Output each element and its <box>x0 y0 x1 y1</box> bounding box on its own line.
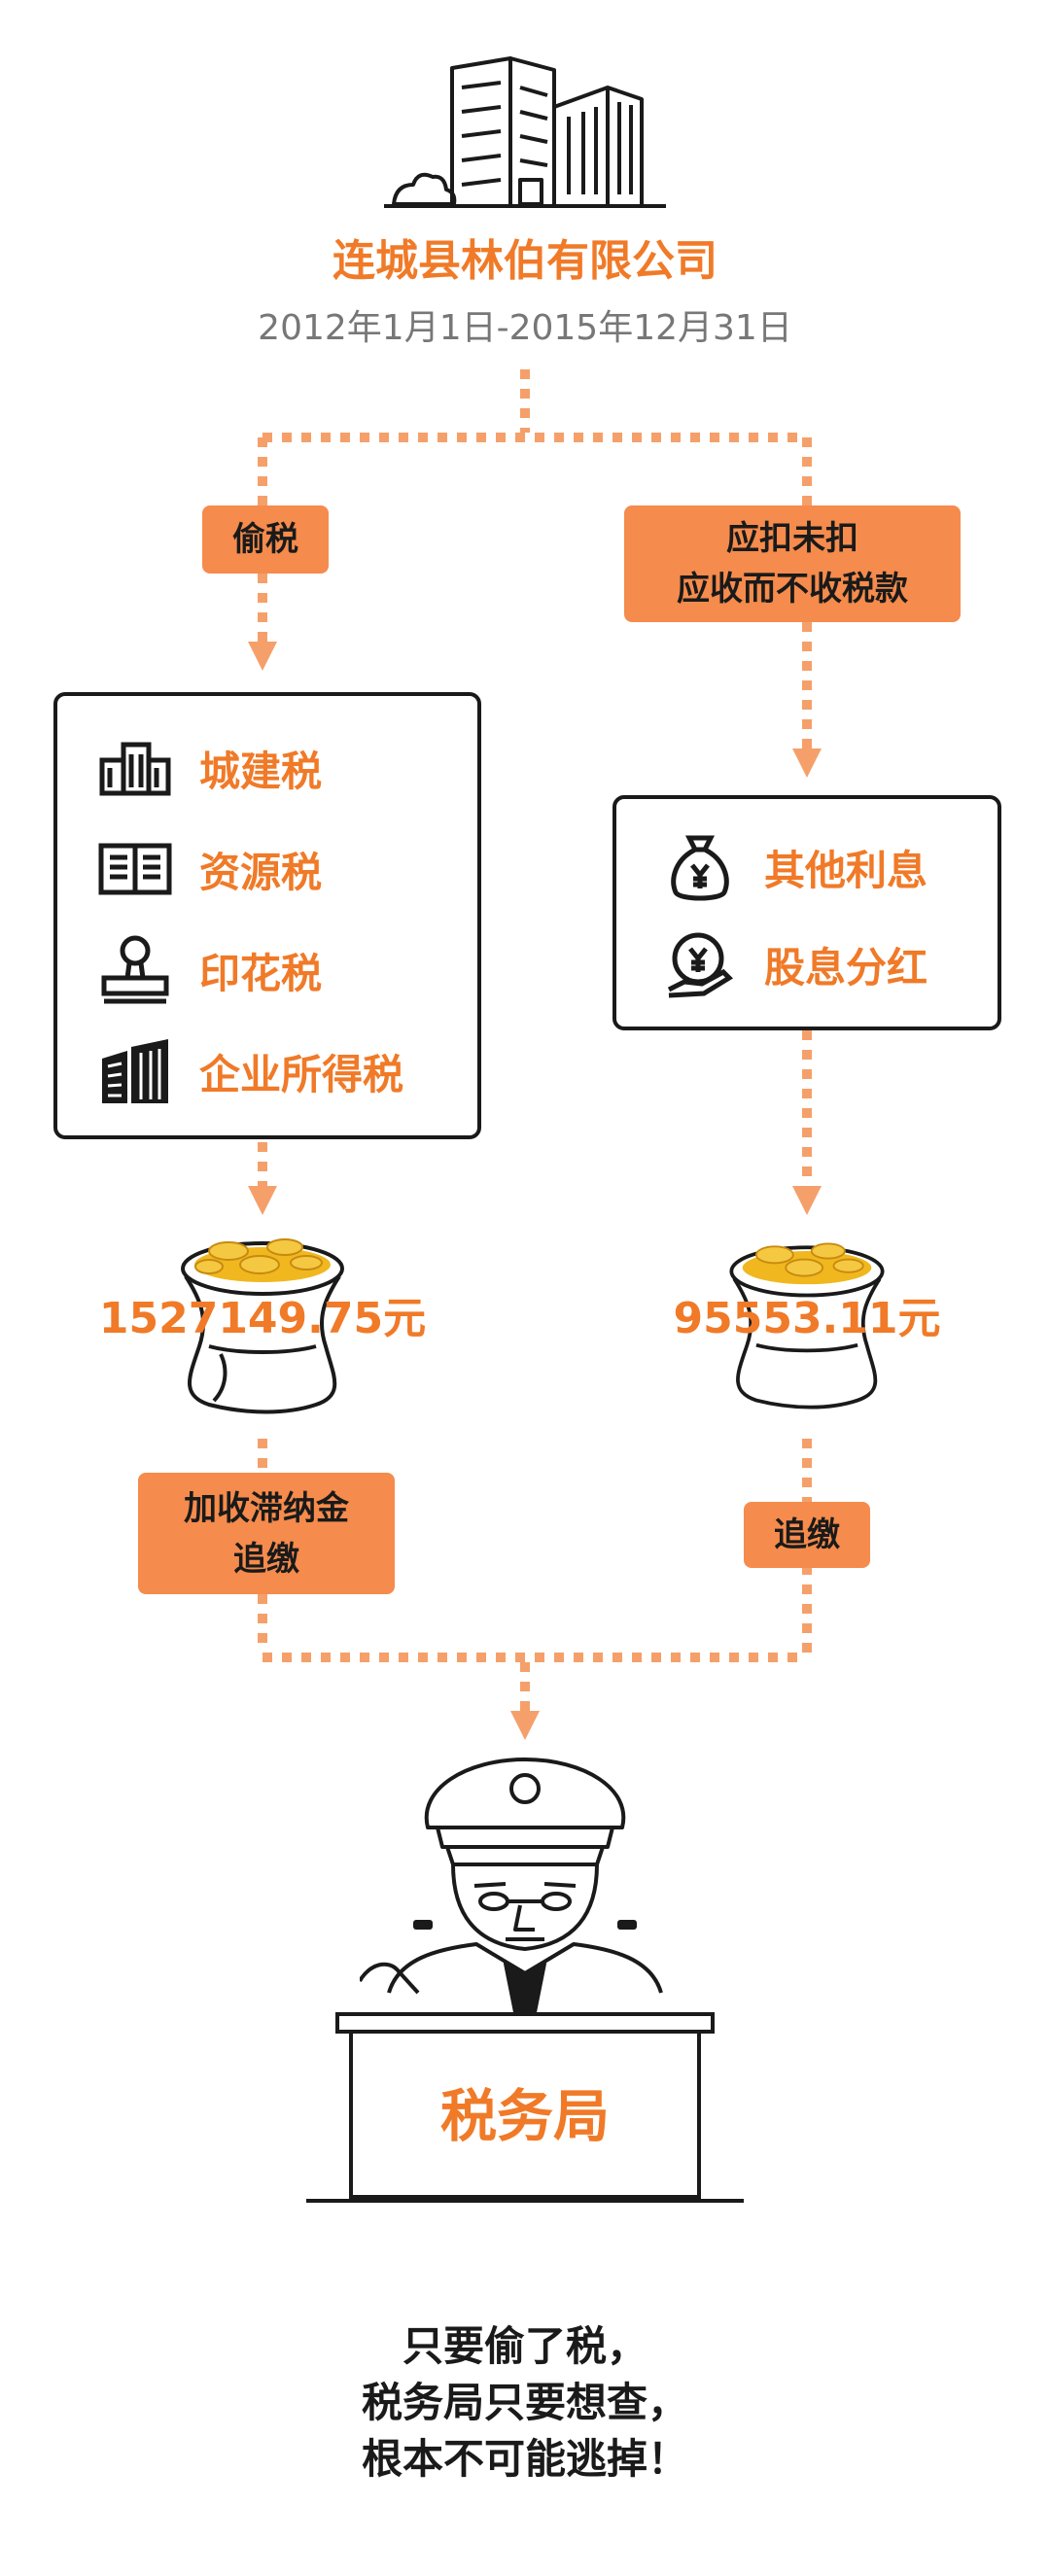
buildings-icon <box>98 731 172 805</box>
money-bag-right-icon <box>729 1242 885 1410</box>
unwithheld-amount: 95553.11元 <box>673 1294 941 1343</box>
income-item-dividends: 股息分红 <box>663 927 928 1001</box>
closing-line-2: 税务局只要想查， <box>361 2379 688 2426</box>
withholding-failure-tag: 应扣未扣 应收而不收税款 <box>624 505 961 622</box>
late-fee-recovery-tag: 加收滞纳金 追缴 <box>138 1473 395 1594</box>
income-item-label: 其他利息 <box>764 846 928 894</box>
closing-message: 只要偷了税， 税务局只要想查， 根本不可能逃掉！ <box>0 2318 1050 2488</box>
late-fee-recovery-line-2: 追缴 <box>233 1539 299 1579</box>
evaded-taxes-box: 城建税 资源税 印花税 企业所得税 <box>53 692 481 1139</box>
desk-floor-line <box>306 2199 744 2203</box>
recovery-tag: 追缴 <box>744 1502 870 1568</box>
closing-line-3: 根本不可能逃掉！ <box>361 2435 688 2483</box>
desk-top <box>335 2012 715 2034</box>
unwithheld-taxes-box: 其他利息 股息分红 <box>612 795 1001 1030</box>
hand-yen-coin-icon <box>663 927 737 1001</box>
tax-item-label: 资源税 <box>199 848 323 896</box>
tax-item-resource: 资源税 <box>98 832 322 906</box>
company-name: 连城县林伯有限公司 <box>332 236 718 286</box>
withholding-failure-tag-line-1: 应扣未扣 <box>726 519 858 558</box>
tax-evasion-tag: 偷税 <box>202 505 329 574</box>
company-building-illustration <box>384 56 666 208</box>
tax-officer-illustration <box>360 1758 663 2024</box>
withholding-failure-tag-line-2: 应收而不收税款 <box>677 570 908 609</box>
money-bag-left-icon <box>181 1238 344 1414</box>
audit-period: 2012年1月1日-2015年12月31日 <box>258 308 792 348</box>
stamp-icon <box>98 933 172 1007</box>
tax-item-label: 印花税 <box>199 949 323 997</box>
late-fee-recovery-line-1: 加收滞纳金 <box>184 1488 349 1528</box>
tax-item-stamp-duty: 印花税 <box>98 933 322 1007</box>
tax-item-corporate-income: 企业所得税 <box>98 1034 403 1108</box>
evaded-amount: 1527149.75元 <box>98 1294 427 1343</box>
office-building-icon <box>98 1034 172 1108</box>
tax-bureau-desk: 税务局 <box>306 2012 744 2207</box>
closing-line-1: 只要偷了税， <box>402 2322 648 2370</box>
tax-item-label: 城建税 <box>199 747 323 795</box>
income-item-label: 股息分红 <box>764 943 928 992</box>
tax-item-urban-construction: 城建税 <box>98 731 322 805</box>
book-icon <box>98 832 172 906</box>
money-bag-yen-icon <box>663 830 737 904</box>
tax-item-label: 企业所得税 <box>199 1050 404 1098</box>
income-item-other-interest: 其他利息 <box>663 830 928 904</box>
tax-bureau-label: 税务局 <box>439 2083 610 2149</box>
desk-front <box>349 2034 701 2199</box>
